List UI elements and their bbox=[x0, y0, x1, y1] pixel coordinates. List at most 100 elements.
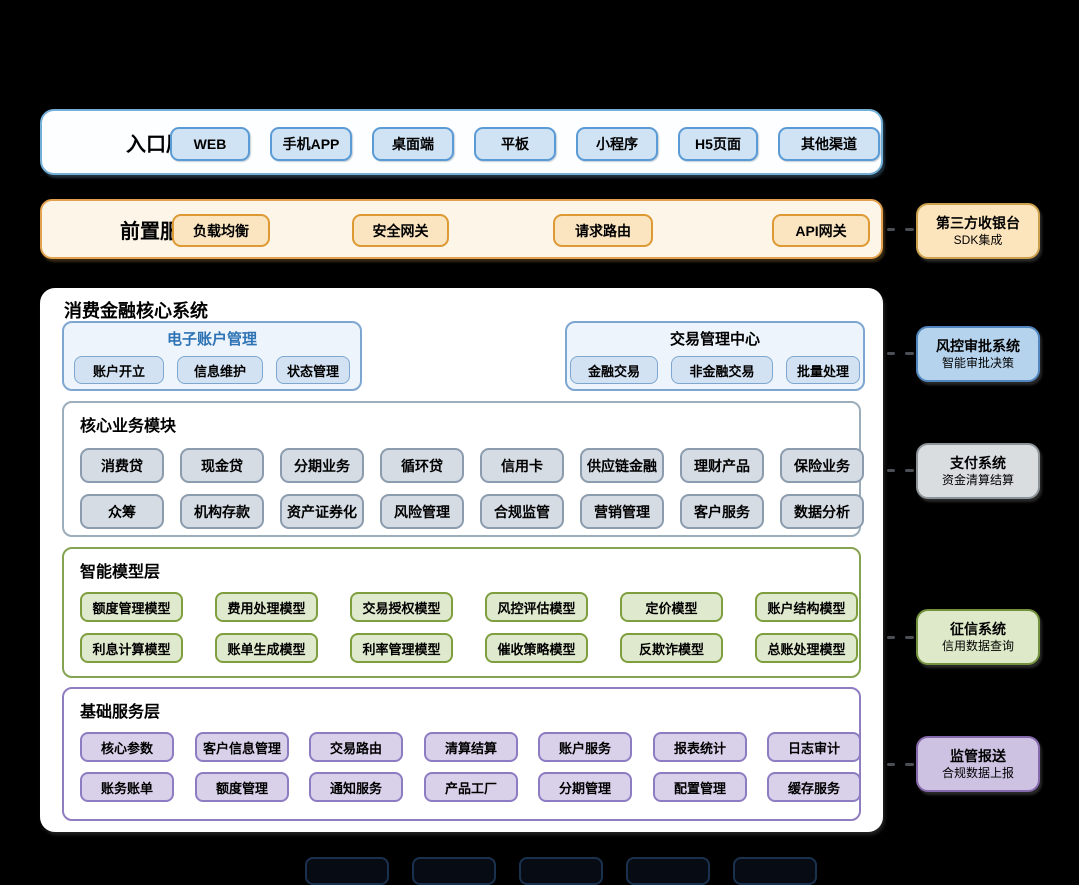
node-desktop: 桌面端 bbox=[372, 127, 454, 161]
clipped-bottom-box bbox=[305, 857, 389, 885]
node-limit-mgmt: 额度管理 bbox=[195, 772, 289, 802]
entry-channel-list: WEB 手机APP 桌面端 平板 小程序 H5页面 其他渠道 bbox=[170, 127, 880, 161]
node-batch-processing: 批量处理 bbox=[786, 356, 860, 384]
node-report-stats: 报表统计 bbox=[653, 732, 747, 762]
business-modules-title: 核心业务模块 bbox=[80, 418, 177, 435]
node-account-opening: 账户开立 bbox=[74, 356, 164, 384]
account-mgmt-title: 电子账户管理 bbox=[166, 331, 257, 348]
node-customer-service: 客户服务 bbox=[680, 494, 764, 529]
core-system-title: 消费金融核心系统 bbox=[64, 301, 208, 321]
node-marketing-mgmt: 营销管理 bbox=[580, 494, 664, 529]
external-regulatory-subtitle: 合规数据上报 bbox=[941, 766, 1014, 780]
node-installment-biz: 分期业务 bbox=[280, 448, 364, 483]
node-risk-eval-model: 风控评估模型 bbox=[485, 592, 588, 622]
base-services-section: 基础服务层 核心参数 客户信息管理 交易路由 清算结算 账户服务 报表统计 日志… bbox=[62, 687, 861, 821]
node-interest-model: 利息计算模型 bbox=[80, 633, 183, 663]
external-credit-title: 征信系统 bbox=[950, 621, 1006, 637]
node-institution-deposit: 机构存款 bbox=[180, 494, 264, 529]
node-customer-info: 客户信息管理 bbox=[195, 732, 289, 762]
node-security-gateway: 安全网关 bbox=[352, 214, 449, 247]
clipped-bottom-box bbox=[519, 857, 603, 885]
account-mgmt-box: 电子账户管理 账户开立 信息维护 状态管理 bbox=[62, 321, 362, 391]
node-cache-service: 缓存服务 bbox=[767, 772, 861, 802]
node-ledger-model: 总账处理模型 bbox=[755, 633, 858, 663]
node-non-financial-trade: 非金融交易 bbox=[671, 356, 773, 384]
node-financial-trade: 金融交易 bbox=[570, 356, 658, 384]
entry-layer-panel: 入口层 WEB 手机APP 桌面端 平板 小程序 H5页面 其他渠道 bbox=[40, 109, 883, 175]
node-cash-loan: 现金贷 bbox=[180, 448, 264, 483]
node-billing-model: 账单生成模型 bbox=[215, 633, 318, 663]
node-data-analysis: 数据分析 bbox=[780, 494, 864, 529]
node-product-factory: 产品工厂 bbox=[424, 772, 518, 802]
external-credit-box: 征信系统 信用数据查询 bbox=[916, 609, 1040, 665]
trade-center-box: 交易管理中心 金融交易 非金融交易 批量处理 bbox=[565, 321, 865, 391]
node-h5-page: H5页面 bbox=[678, 127, 758, 161]
node-info-maintenance: 信息维护 bbox=[177, 356, 263, 384]
node-abs: 资产证券化 bbox=[280, 494, 364, 529]
clipped-bottom-box bbox=[733, 857, 817, 885]
node-core-params: 核心参数 bbox=[80, 732, 174, 762]
node-api-gateway: API网关 bbox=[772, 214, 870, 247]
clipped-bottom-box bbox=[412, 857, 496, 885]
external-payment-subtitle: 资金清算结算 bbox=[941, 473, 1014, 487]
connector-cashier-2 bbox=[905, 228, 914, 231]
node-supply-chain-fin: 供应链金融 bbox=[580, 448, 664, 483]
node-request-router: 请求路由 bbox=[553, 214, 653, 247]
trade-center-items: 金融交易 非金融交易 批量处理 bbox=[567, 356, 863, 384]
connector-regulatory bbox=[887, 763, 895, 766]
external-risk-subtitle: 智能审批决策 bbox=[941, 356, 1014, 370]
node-account-service: 账户服务 bbox=[538, 732, 632, 762]
node-consumer-loan: 消费贷 bbox=[80, 448, 164, 483]
node-rate-model: 利率管理模型 bbox=[350, 633, 453, 663]
node-insurance-biz: 保险业务 bbox=[780, 448, 864, 483]
connector-payment-2 bbox=[905, 469, 914, 472]
model-layer-title: 智能模型层 bbox=[80, 564, 161, 581]
node-pricing-model: 定价模型 bbox=[620, 592, 723, 622]
node-wealth-product: 理财产品 bbox=[680, 448, 764, 483]
node-other-channel: 其他渠道 bbox=[778, 127, 880, 161]
node-log-audit: 日志审计 bbox=[767, 732, 861, 762]
account-mgmt-items: 账户开立 信息维护 状态管理 bbox=[64, 356, 360, 384]
node-account-structure-model: 账户结构模型 bbox=[755, 592, 858, 622]
external-regulatory-box: 监管报送 合规数据上报 bbox=[916, 736, 1040, 792]
clipped-bottom-box bbox=[626, 857, 710, 885]
external-risk-title: 风控审批系统 bbox=[936, 338, 1020, 354]
node-credit-card: 信用卡 bbox=[480, 448, 564, 483]
connector-credit bbox=[887, 636, 895, 639]
node-load-balancer: 负载均衡 bbox=[172, 214, 270, 247]
connector-risk bbox=[887, 352, 895, 355]
trade-center-title: 交易管理中心 bbox=[669, 331, 760, 348]
node-accounting-bill: 账务账单 bbox=[80, 772, 174, 802]
connector-credit-2 bbox=[905, 636, 914, 639]
node-limit-model: 额度管理模型 bbox=[80, 592, 183, 622]
node-mobile-app: 手机APP bbox=[270, 127, 352, 161]
external-credit-subtitle: 信用数据查询 bbox=[941, 639, 1014, 653]
business-modules-section: 核心业务模块 消费贷 现金贷 分期业务 循环贷 信用卡 供应链金融 理财产品 保… bbox=[62, 401, 864, 537]
node-revolving-loan: 循环贷 bbox=[380, 448, 464, 483]
gateway-layer-panel: 前置服务层 负载均衡 安全网关 请求路由 API网关 bbox=[40, 199, 883, 259]
node-status-management: 状态管理 bbox=[276, 356, 350, 384]
node-clearing: 清算结算 bbox=[424, 732, 518, 762]
node-auth-model: 交易授权模型 bbox=[350, 592, 453, 622]
connector-payment bbox=[887, 469, 895, 472]
node-collection-model: 催收策略模型 bbox=[485, 633, 588, 663]
connector-risk-2 bbox=[905, 352, 914, 355]
node-compliance: 合规监管 bbox=[480, 494, 564, 529]
external-payment-box: 支付系统 资金清算结算 bbox=[916, 443, 1040, 499]
node-config-mgmt: 配置管理 bbox=[653, 772, 747, 802]
external-cashier-box: 第三方收银台 SDK集成 bbox=[916, 203, 1040, 259]
external-regulatory-title: 监管报送 bbox=[950, 748, 1006, 764]
external-cashier-title: 第三方收银台 bbox=[936, 215, 1020, 231]
connector-cashier bbox=[887, 228, 895, 231]
connector-regulatory-2 bbox=[905, 763, 914, 766]
node-web: WEB bbox=[170, 127, 250, 161]
node-mini-program: 小程序 bbox=[576, 127, 658, 161]
external-cashier-subtitle: SDK集成 bbox=[953, 233, 1003, 247]
node-tablet: 平板 bbox=[474, 127, 556, 161]
node-fee-model: 费用处理模型 bbox=[215, 592, 318, 622]
node-crowdfunding: 众筹 bbox=[80, 494, 164, 529]
core-system-panel: 消费金融核心系统 电子账户管理 账户开立 信息维护 状态管理 交易管理中心 金融… bbox=[40, 288, 883, 832]
node-antifraud-model: 反欺诈模型 bbox=[620, 633, 723, 663]
node-installment-mgmt: 分期管理 bbox=[538, 772, 632, 802]
base-services-title: 基础服务层 bbox=[80, 704, 161, 721]
